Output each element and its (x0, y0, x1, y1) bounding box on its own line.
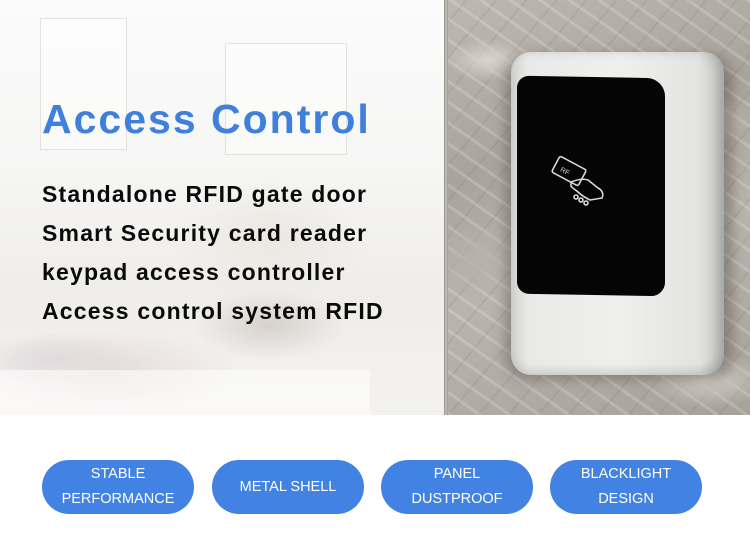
window-decor (225, 43, 347, 155)
badge-stable-performance: STABLE PERFORMANCE (42, 460, 194, 514)
badge-label: PANEL (433, 466, 481, 482)
headline: Access Control (42, 96, 371, 142)
feature-badges: STABLE PERFORMANCE METAL SHELL PANEL DUSTP… (0, 460, 750, 515)
panel-divider (444, 0, 448, 415)
rfid-card-tap-icon: RF (551, 155, 604, 206)
feature-line: Smart Security card reader (42, 220, 368, 246)
svg-text:RF: RF (559, 167, 571, 178)
badge-label: BLACKLIGHT (580, 466, 672, 482)
badge-label: PERFORMANCE (61, 491, 175, 507)
room-background-image (0, 0, 444, 415)
badge-panel-dustproof: PANEL DUSTPROOF (381, 460, 533, 514)
badge-label: DESIGN (598, 491, 654, 507)
badge-metal-shell: METAL SHELL (212, 460, 364, 514)
badge-label: METAL SHELL (239, 478, 337, 495)
badge-label: STABLE (90, 466, 146, 482)
feature-line: Standalone RFID gate door (42, 181, 368, 207)
feature-lines: Standalone RFID gate door Smart Security… (42, 175, 384, 331)
badge-label: DUSTPROOF (411, 491, 503, 507)
feature-line: keypad access controller (42, 259, 346, 285)
badge-blacklight-design: BLACKLIGHT DESIGN (550, 460, 702, 514)
hero-banner: RF Access Control Standalone RFID gate d… (0, 0, 750, 415)
bed-decor (0, 370, 370, 415)
feature-line: Access control system RFID (42, 298, 384, 324)
window-decor (40, 18, 127, 150)
